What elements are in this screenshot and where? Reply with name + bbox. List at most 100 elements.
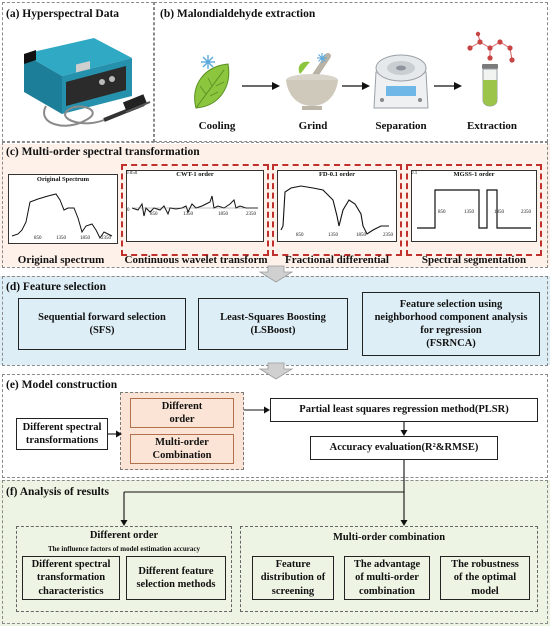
multi-order-combination-title: Multi-order combination — [332, 532, 446, 543]
cwt-tick-2350: 2350 — [246, 212, 256, 217]
right-item2-line3: model — [471, 585, 499, 597]
order-line1: Different — [161, 400, 203, 412]
lsboost-line1: Least-Squares Boosting — [220, 311, 326, 323]
mortar-pestle-icon — [286, 53, 338, 110]
fsrnca-line4: (FSRNCA) — [426, 338, 476, 350]
fd-curve — [280, 185, 389, 235]
mgss-curve — [417, 189, 531, 229]
left-item0-line1: Different spectral — [31, 559, 111, 571]
left-item1-line1: Different feature — [138, 565, 214, 577]
lsboost-box: Least-Squares Boosting (LSBoost) — [198, 298, 348, 350]
fsrnca-line3: for regression — [420, 325, 482, 336]
step-cooling: Cooling — [198, 120, 236, 132]
step-separation: Separation — [375, 120, 427, 132]
sfs-line2: (SFS) — [89, 325, 115, 336]
left-item0-line3: characteristics — [38, 585, 104, 597]
section-f-border — [2, 480, 548, 624]
original-spectrum-curve — [11, 193, 113, 239]
lsboost-line2: (LSBoost) — [250, 325, 296, 336]
fd-highlight-frame — [272, 164, 402, 256]
fsrnca-line2: neighborhood component analysis — [374, 311, 528, 323]
cwt-ytick-top: 0.050 — [126, 171, 138, 176]
mgss-tick-2350: 2350 — [521, 210, 531, 215]
spectral-transformations-box: Different spectral transformations — [16, 418, 108, 450]
section-c-title: (c) Multi-order spectral transformation — [6, 146, 200, 158]
right-item0-line3: screening — [271, 585, 315, 597]
fd-tick-850: 850 — [296, 233, 304, 238]
different-order-subtitle: The influence factors of model estimatio… — [47, 545, 201, 553]
right-item0-line1: Feature — [275, 559, 311, 571]
multi-line1: Multi-order — [155, 436, 209, 448]
fd-plot — [277, 170, 397, 242]
original-tick-2350: 2350 — [101, 236, 111, 241]
optimal-model-robustness-box: The robustness of the optimal model — [440, 556, 530, 600]
multi-order-advantage-box: The advantage of multi-order combination — [344, 556, 430, 600]
fsrnca-line1: Feature selection using — [399, 298, 503, 310]
plsr-box: Partial least squares regression method(… — [270, 398, 538, 422]
mgss-tick-1850: 1850 — [494, 210, 504, 215]
right-item1-line1: The advantage — [353, 559, 421, 571]
step-extraction: Extraction — [466, 120, 518, 132]
section-f-background — [0, 480, 550, 626]
fd-tick-1350: 1350 — [328, 233, 338, 238]
sfs-line1: Sequential forward selection — [38, 311, 166, 323]
mgss-caption: Spectral segmentation — [421, 254, 527, 266]
feature-distribution-box: Feature distribution of screening — [252, 556, 334, 600]
fd-plot-title: FD-0.1 order — [318, 171, 356, 178]
extraction-tube-icon — [467, 31, 515, 107]
original-plot-title: Original Spectrum — [36, 176, 90, 183]
section-f-title: (f) Analysis of results — [6, 486, 109, 498]
step-arrows — [242, 82, 462, 90]
cwt-plot — [126, 170, 264, 242]
fd-caption: Fractional differential — [285, 254, 389, 266]
fsrnca-box: Feature selection using neighborhood com… — [362, 292, 540, 356]
cwt-caption: Continuous wavelet transform — [124, 254, 268, 266]
down-arrow-d-e — [258, 362, 294, 380]
spectral-characteristics-box: Different spectral transformation charac… — [22, 556, 120, 600]
cwt-highlight-frame — [121, 164, 269, 256]
cwt-tick-1850: 1850 — [218, 212, 228, 217]
plsr-label: Partial least squares regression method(… — [299, 404, 509, 416]
section-d-title: (d) Feature selection — [6, 281, 107, 293]
right-item1-line3: combination — [358, 585, 415, 597]
fd-tick-1850: 1850 — [356, 233, 366, 238]
section-b-title: (b) Malondialdehyde extraction — [160, 8, 316, 20]
mgss-tick-850: 850 — [438, 210, 446, 215]
input-line2: transformations — [25, 435, 99, 446]
spectrometer-image — [24, 38, 151, 127]
different-order-title: Different order — [89, 530, 159, 541]
original-tick-1850: 1850 — [80, 236, 90, 241]
accuracy-box: Accuracy evaluation(R²&RMSE) — [310, 436, 498, 460]
multi-line2: Combination — [152, 450, 212, 461]
cwt-tick-850: 850 — [150, 212, 158, 217]
step-grind: Grind — [298, 120, 328, 132]
left-item1-line2: selection methods — [136, 579, 216, 590]
leaf-snowflake-icon — [194, 55, 230, 109]
feature-selection-methods-box: Different feature selection methods — [126, 556, 226, 600]
centrifuge-icon — [373, 54, 429, 109]
mgss-ytick-top: 0.1 — [411, 171, 418, 176]
right-item2-line1: The robustness — [451, 559, 519, 571]
left-item0-line2: transformation — [36, 572, 106, 584]
input-line1: Different spectral — [22, 421, 102, 433]
down-arrow-c-d — [258, 265, 294, 283]
mgss-highlight-frame — [406, 164, 542, 256]
original-spectrum-plot — [8, 174, 118, 244]
mgss-plot-title: MGSS-1 order — [453, 171, 495, 178]
right-item1-line2: of multi-order — [355, 572, 419, 584]
section-a-title: (a) Hyperspectral Data — [6, 8, 120, 20]
mgss-tick-1350: 1350 — [464, 210, 474, 215]
right-item0-line2: distribution of — [260, 572, 326, 584]
accuracy-label: Accuracy evaluation(R²&RMSE) — [329, 442, 479, 454]
cwt-plot-title: CWT-1 order — [176, 171, 214, 178]
cwt-curve — [131, 195, 258, 217]
fd-tick-2350: 2350 — [383, 233, 393, 238]
original-tick-1350: 1350 — [56, 236, 66, 241]
right-item2-line2: of the optimal — [453, 572, 517, 584]
model-arrows — [108, 406, 408, 526]
cwt-tick-1350: 1350 — [183, 212, 193, 217]
cwt-ytick-mid: 0 — [127, 208, 130, 213]
section-e-title: (e) Model construction — [6, 379, 118, 391]
